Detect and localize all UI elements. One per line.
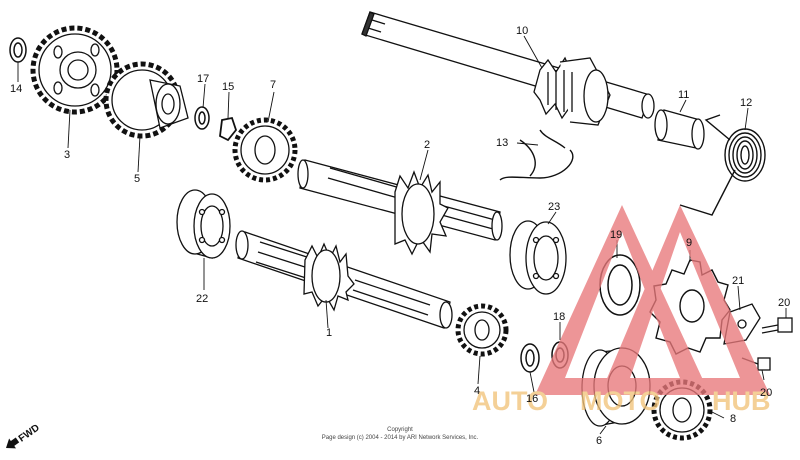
- fwd-label: FWD: [17, 422, 42, 444]
- part-20-bolt: [761, 317, 793, 334]
- label-16[interactable]: 16: [526, 393, 538, 405]
- part-10-spindle: [361, 11, 655, 126]
- part-1-mainshaft: [235, 230, 453, 329]
- label-7[interactable]: 7: [270, 79, 276, 91]
- part-17-washer: [194, 106, 210, 130]
- leader-lines: [17, 35, 787, 435]
- part-23-bearing: [509, 220, 567, 295]
- label-11[interactable]: 11: [678, 89, 689, 101]
- label-20-lower[interactable]: 20: [760, 387, 772, 399]
- part-2-countershaft: [297, 159, 503, 256]
- part-19-seal: [599, 254, 641, 316]
- part-3-gear: [30, 25, 120, 115]
- label-3[interactable]: 3: [64, 149, 70, 161]
- part-22-bearing: [176, 189, 231, 259]
- part-12-spring: [679, 114, 766, 216]
- part-5-gear: [103, 61, 189, 139]
- watermark-logo: AUTO MOTO HUB: [472, 205, 771, 416]
- label-6[interactable]: 6: [596, 435, 602, 447]
- label-4[interactable]: 4: [474, 385, 480, 397]
- label-18[interactable]: 18: [553, 311, 565, 323]
- forward-direction-indicator: FWD: [6, 422, 42, 449]
- label-15[interactable]: 15: [222, 81, 234, 93]
- label-12[interactable]: 12: [740, 97, 752, 109]
- label-14[interactable]: 14: [10, 83, 22, 95]
- label-20-upper[interactable]: 20: [778, 297, 790, 309]
- label-19[interactable]: 19: [610, 229, 622, 241]
- label-10[interactable]: 10: [516, 25, 528, 37]
- part-15-circlip: [219, 116, 238, 142]
- copyright-line-1: Copyright: [387, 427, 413, 433]
- label-9[interactable]: 9: [686, 237, 692, 249]
- label-8[interactable]: 8: [730, 413, 736, 425]
- label-1[interactable]: 1: [326, 327, 332, 339]
- part-14-washer: [9, 37, 27, 63]
- part-13-clip: [499, 129, 574, 181]
- copyright-notice: Copyright Page design (c) 2004 - 2014 by…: [322, 427, 479, 441]
- watermark-hub: HUB: [712, 386, 771, 416]
- copyright-line-2: Page design (c) 2004 - 2014 by ARI Netwo…: [322, 435, 479, 441]
- part-11-collar: [654, 109, 705, 150]
- part-16-washer: [520, 343, 540, 373]
- part-labels: 1 2 3 4 5 6 7 8 9 10 11 12 13 14 15 16 1…: [10, 25, 790, 447]
- label-23[interactable]: 23: [548, 201, 560, 213]
- watermark-auto: AUTO: [472, 386, 548, 416]
- label-5[interactable]: 5: [134, 173, 140, 185]
- label-2[interactable]: 2: [424, 139, 430, 151]
- label-13[interactable]: 13: [496, 137, 508, 149]
- label-22[interactable]: 22: [196, 293, 208, 305]
- watermark-moto: MOTO: [580, 386, 661, 416]
- label-21[interactable]: 21: [732, 275, 744, 287]
- label-17[interactable]: 17: [197, 73, 209, 85]
- part-7-gear: [232, 117, 298, 183]
- arrow-left-icon: [6, 437, 20, 449]
- part-4-gear: [455, 303, 509, 357]
